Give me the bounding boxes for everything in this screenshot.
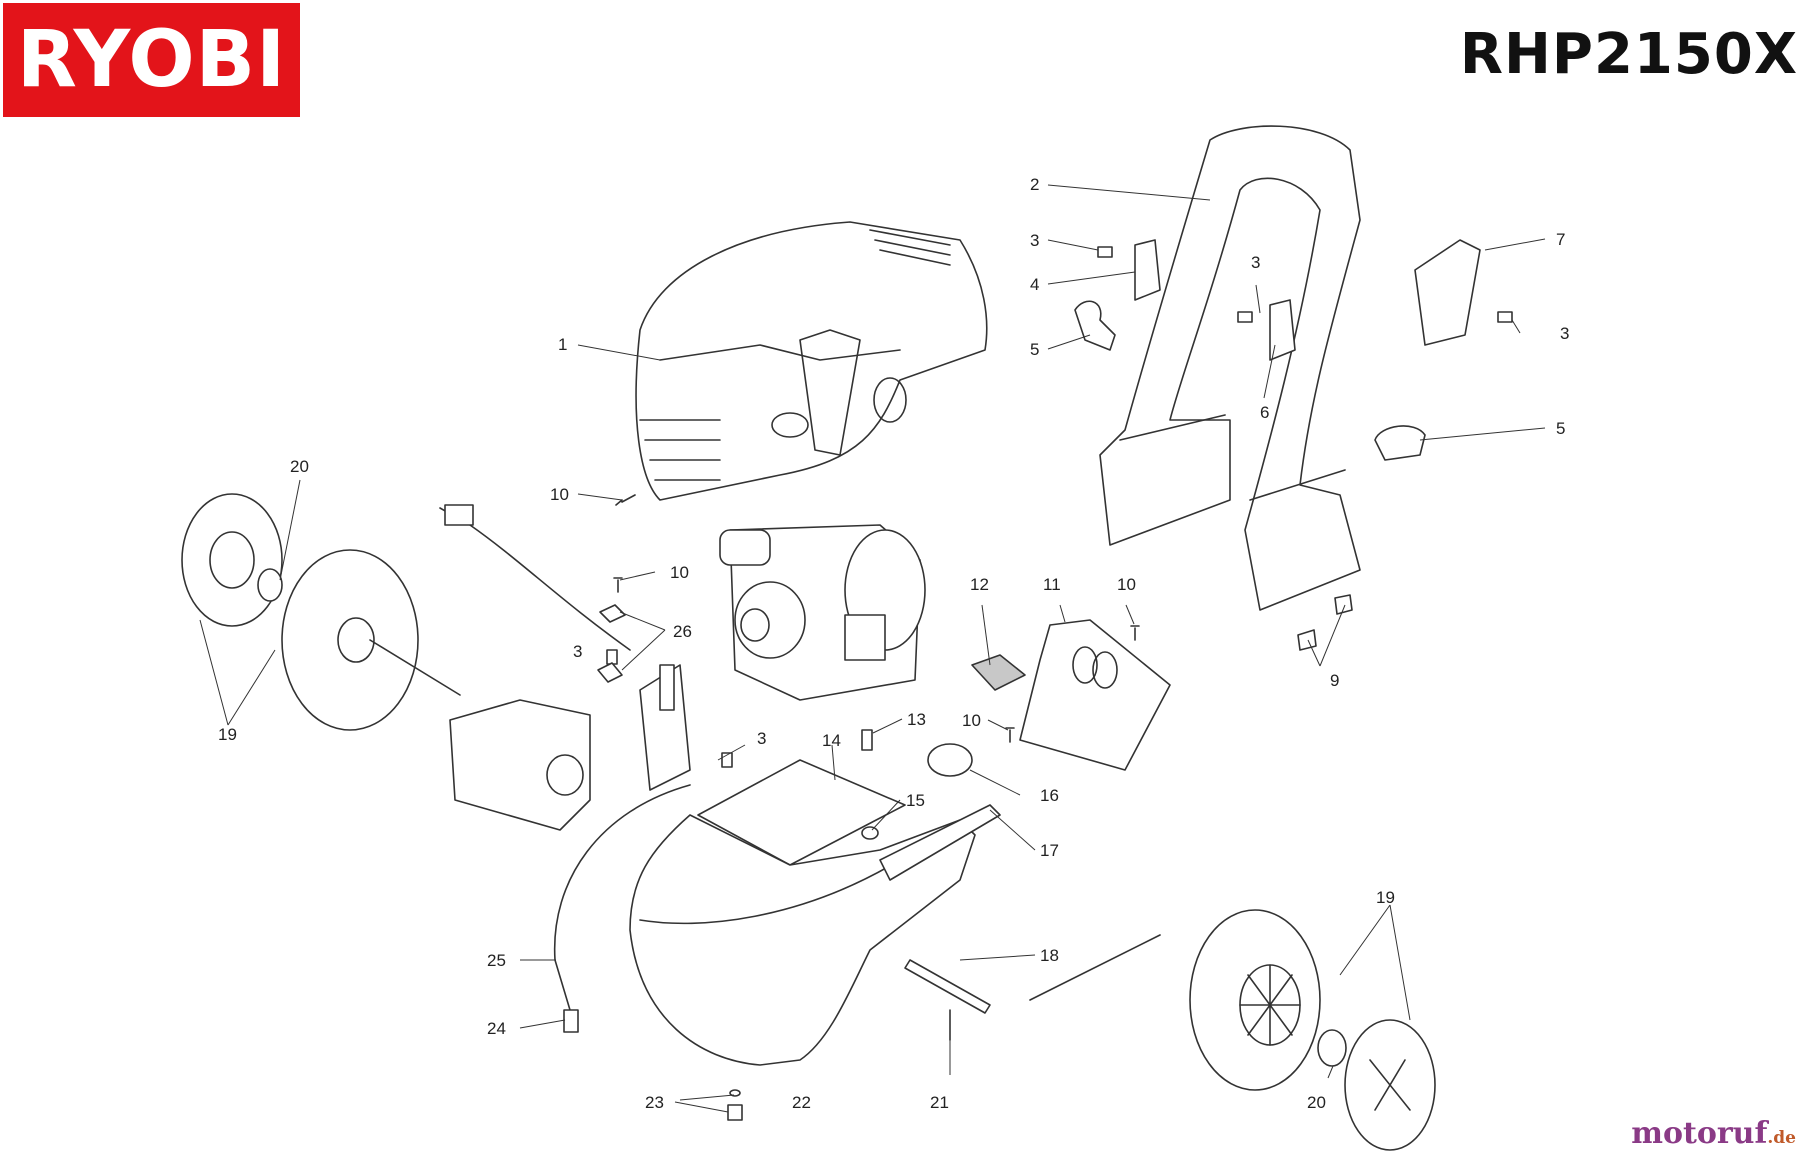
callout: 16	[1040, 786, 1059, 805]
callout: 3	[1560, 324, 1569, 343]
power-cable	[439, 507, 631, 651]
part-9-foot-1	[1334, 594, 1353, 615]
model-title: RHP2150X	[1459, 22, 1798, 87]
part-5-hook-left	[1074, 300, 1116, 351]
watermark-tld: .de	[1767, 1128, 1796, 1148]
part-24-coupling	[563, 1009, 579, 1033]
callout: 3	[1030, 231, 1039, 250]
callout: 7	[1556, 230, 1565, 249]
callout: 3	[1251, 253, 1260, 272]
callout: 12	[970, 575, 989, 594]
callout: 10	[962, 711, 981, 730]
part-15-nut	[861, 826, 879, 840]
part-6-bracket	[1269, 299, 1296, 361]
callout: 10	[1117, 575, 1136, 594]
part-16-cap	[927, 743, 973, 777]
callout: 25	[487, 951, 506, 970]
callout: 10	[670, 563, 689, 582]
part-26-clip-1	[599, 604, 626, 623]
callout: 20	[290, 457, 309, 476]
callout: 26	[673, 622, 692, 641]
part-7-holder	[1414, 239, 1481, 346]
part-3-screws	[606, 246, 1513, 768]
callout: 15	[906, 791, 925, 810]
part-12-pad	[971, 654, 1026, 691]
part-10-screws	[613, 494, 1140, 743]
callout: 3	[757, 729, 766, 748]
motor	[719, 524, 926, 701]
callout: 22	[792, 1093, 811, 1112]
part-13-connector	[861, 729, 873, 751]
part-5-hook-right	[1374, 425, 1426, 461]
part-17-rail	[879, 804, 1001, 881]
callout: 18	[1040, 946, 1059, 965]
part-26-clip-2	[597, 662, 623, 683]
callout: 11	[1043, 575, 1061, 594]
part-1-engine-cover	[635, 221, 988, 501]
brand-logo-text: RYOBI	[16, 15, 287, 105]
part-22-plug	[727, 1104, 743, 1121]
part-20-hubcap-left	[181, 493, 283, 627]
part-11-tray	[1019, 619, 1171, 771]
part-23-seal	[729, 1089, 741, 1097]
pump	[449, 664, 691, 831]
callout: 4	[1030, 275, 1039, 294]
part-2-handle	[1099, 125, 1361, 611]
callout: 9	[1330, 671, 1339, 690]
callout: 6	[1260, 403, 1269, 422]
part-25-hose	[553, 784, 691, 1011]
callout: 3	[573, 642, 582, 661]
part-4-bracket	[1134, 239, 1161, 301]
leader-lines	[199, 184, 1546, 1113]
part-20-washer-right	[1317, 1029, 1347, 1067]
brand-logo: RYOBI	[3, 3, 300, 117]
callout: 14	[822, 731, 841, 750]
callout: 24	[487, 1019, 506, 1038]
callout: 10	[550, 485, 569, 504]
part-18-axle	[904, 959, 991, 1014]
part-20-washer-left	[257, 568, 283, 602]
callout: 19	[218, 725, 237, 744]
part-19-wheel-right	[1189, 909, 1321, 1091]
callout: 5	[1556, 419, 1565, 438]
callout: 23	[645, 1093, 664, 1112]
callout: 21	[930, 1093, 949, 1112]
callout: 5	[1030, 340, 1039, 359]
callout: 19	[1376, 888, 1395, 907]
watermark-main: motoruf	[1631, 1116, 1768, 1151]
callout: 2	[1030, 175, 1039, 194]
callout: 20	[1307, 1093, 1326, 1112]
watermark: motoruf.de	[1631, 1116, 1796, 1151]
callout: 1	[558, 335, 567, 354]
callout: 17	[1040, 841, 1059, 860]
part-9-foot-2	[1297, 629, 1317, 651]
part-14-base-plate	[697, 759, 906, 866]
plug	[444, 504, 474, 526]
part-19-wheel-left	[281, 549, 419, 731]
callout-labels: 1 2 3 3 3 3 3 4 5 5 6 7 9 10 10 10 10 11…	[218, 175, 1569, 1112]
callout: 13	[907, 710, 926, 729]
